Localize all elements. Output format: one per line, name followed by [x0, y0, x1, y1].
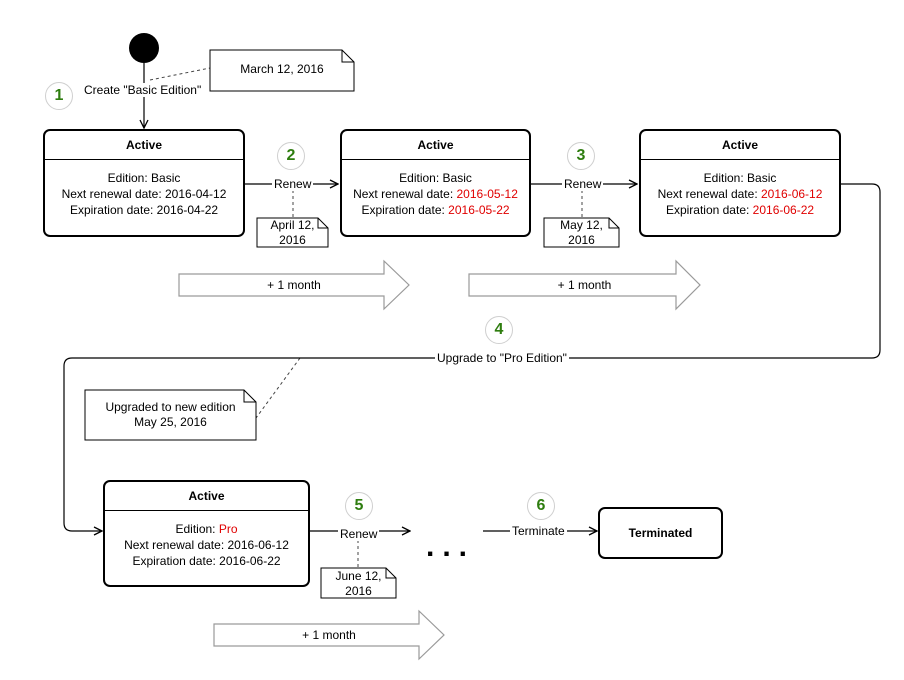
note-shape-3: [543, 217, 620, 248]
expiration-date: 2016-06-22: [752, 203, 815, 217]
note-shape-1: [209, 49, 355, 92]
note-5: June 12,2016: [335, 569, 382, 598]
note-shape-5: [320, 567, 397, 599]
renewal-date: 2016-05-12: [456, 187, 518, 201]
renew1-label: Renew: [272, 177, 314, 191]
note-3: May 12,2016: [560, 218, 603, 247]
step-badge-1: 1: [45, 82, 73, 110]
expiration-date: 2016-04-22: [156, 203, 219, 217]
period-label-2: + 1 month: [557, 278, 612, 292]
renew3-label: Renew: [338, 527, 380, 541]
state-active-4[interactable]: Active Edition: Pro Next renewal date: 2…: [103, 480, 310, 587]
edition-value: Basic: [747, 171, 777, 185]
create-label: Create "Basic Edition": [82, 83, 204, 97]
state-active-1[interactable]: Active Edition: Basic Next renewal date:…: [43, 129, 245, 237]
state-title: Active: [641, 131, 839, 160]
renewal-date: 2016-06-12: [761, 187, 823, 201]
edition-value: Pro: [218, 522, 238, 536]
period-arrow-1: [178, 259, 410, 311]
period-label-1: + 1 month: [267, 278, 321, 292]
state-terminated[interactable]: Terminated: [598, 507, 723, 559]
note-2: April 12,2016: [270, 218, 315, 247]
edition-value: Basic: [442, 171, 472, 185]
state-active-2[interactable]: Active Edition: Basic Next renewal date:…: [340, 129, 531, 237]
note-1: March 12, 2016: [240, 62, 324, 76]
period-label-3: + 1 month: [302, 628, 356, 642]
state-title: Active: [45, 131, 243, 160]
upgrade-label: Upgrade to "Pro Edition": [435, 351, 569, 365]
note-shape-2: [256, 217, 329, 248]
state-title: Active: [105, 482, 308, 511]
edition-value: Basic: [151, 171, 181, 185]
step-badge-2: 2: [277, 142, 305, 170]
state-title: Active: [342, 131, 529, 160]
expiration-date: 2016-05-22: [448, 203, 510, 217]
terminate-label: Terminate: [510, 524, 567, 538]
step-badge-4: 4: [485, 316, 513, 344]
initial-node: [129, 33, 159, 63]
period-arrow-3: [213, 609, 445, 661]
state-active-3[interactable]: Active Edition: Basic Next renewal date:…: [639, 129, 841, 237]
period-arrow-2: [468, 259, 701, 311]
note-shape-4: [84, 389, 257, 441]
step-badge-3: 3: [567, 142, 595, 170]
renewal-date: 2016-06-12: [227, 538, 289, 552]
expiration-date: 2016-06-22: [219, 554, 281, 568]
renew2-label: Renew: [562, 177, 604, 191]
renewal-date: 2016-04-12: [165, 187, 227, 201]
step-badge-6: 6: [527, 492, 555, 520]
ellipsis: ...: [426, 530, 476, 563]
step-badge-5: 5: [345, 492, 373, 520]
